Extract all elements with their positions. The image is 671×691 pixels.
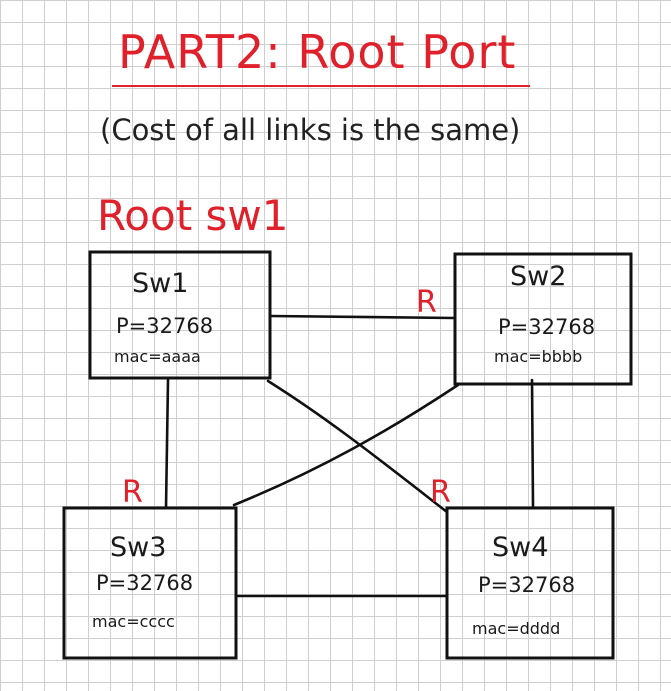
switch-sw4: Sw4 P=32768 mac=dddd [445,506,615,660]
root-port-marker-sw2: R [416,285,437,320]
switch-sw2-box [453,252,633,386]
root-port-marker-sw4: R [430,475,451,510]
switch-sw4-box [445,506,615,660]
switch-sw4-priority: P=32768 [478,573,575,597]
switch-sw1: Sw1 P=32768 mac=aaaa [88,250,272,380]
switch-sw2: Sw2 P=32768 mac=bbbb [453,252,633,386]
switch-sw2-name: Sw2 [510,261,566,292]
switch-sw4-name: Sw4 [492,532,548,563]
link-sw2-sw3 [232,383,460,507]
link-sw1-sw3 [164,378,170,510]
link-sw2-sw4 [530,378,535,508]
switch-sw3-priority: P=32768 [96,571,193,595]
link-sw1-sw4 [266,379,449,514]
root-port-marker-sw3: R [122,475,143,510]
switch-sw3-mac: mac=cccc [92,612,175,631]
switch-sw3-name: Sw3 [110,532,166,563]
switch-sw3-box [62,506,238,660]
switch-sw3: Sw3 P=32768 mac=cccc [62,506,238,660]
link-sw1-sw2 [268,314,457,320]
switch-sw1-name: Sw1 [132,268,188,299]
diagram-subtitle: (Cost of all links is the same) [100,113,520,147]
switch-sw1-box [88,250,272,380]
switch-sw1-mac: mac=aaaa [114,347,201,366]
switch-sw1-priority: P=32768 [116,314,213,338]
switch-sw2-priority: P=32768 [498,315,595,339]
switch-sw2-mac: mac=bbbb [494,347,582,366]
root-bridge-label: Root sw1 [97,191,288,240]
diagram-title: PART2: Root Port [118,25,516,79]
switch-sw4-mac: mac=dddd [472,619,560,638]
